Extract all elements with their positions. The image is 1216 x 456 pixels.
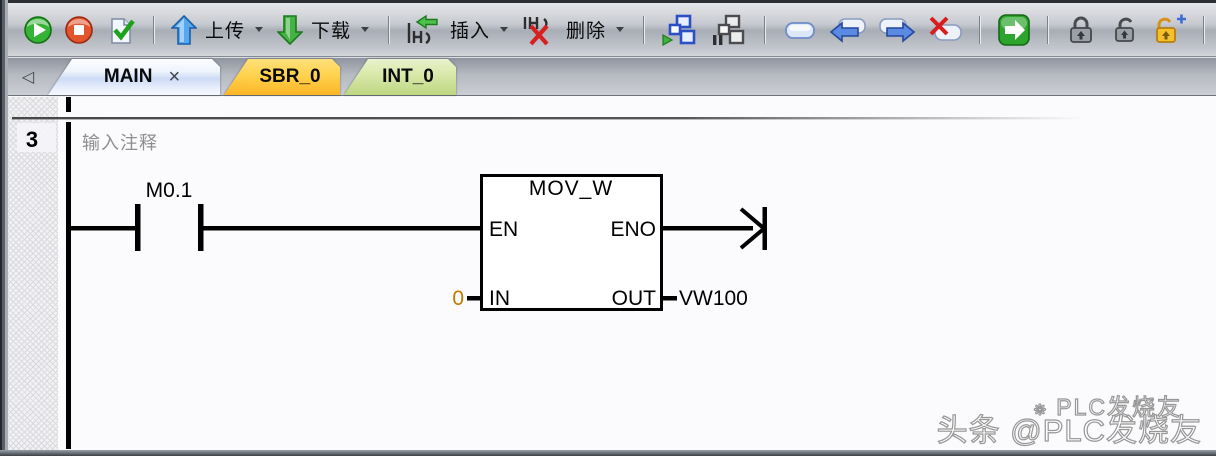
power-rail-stub <box>66 97 71 112</box>
pin-in-stub <box>467 296 481 301</box>
box-delete-icon <box>929 16 962 41</box>
tab-main-label: MAIN <box>103 66 153 87</box>
status-run-icon <box>662 14 696 46</box>
tab-sbr0[interactable]: SBR_0 <box>224 59 340 95</box>
toolbar-separator <box>388 15 391 44</box>
status-pause-icon <box>713 14 745 45</box>
toolbar-separator <box>153 15 155 44</box>
toolbar-separator <box>643 15 646 44</box>
lock-open-button[interactable] <box>1108 10 1140 50</box>
previous-box-button[interactable] <box>829 10 867 50</box>
pin-en-label: EN <box>489 218 518 241</box>
tab-int0[interactable]: INT_0 <box>344 59 456 95</box>
run-button[interactable] <box>23 10 53 50</box>
window-border-top <box>0 0 1216 3</box>
toolbar: 上传 下载 插入 删除 <box>8 3 1216 57</box>
wire-contact-to-box <box>203 226 481 231</box>
out-operand[interactable]: VW100 <box>679 287 748 310</box>
contact-m0-1[interactable]: M0.1 <box>135 179 204 251</box>
window-border-bottom <box>0 450 1216 456</box>
upload-label: 上传 <box>205 21 246 42</box>
box-title: MOV_W <box>529 177 613 200</box>
in-value[interactable]: 0 <box>452 287 464 310</box>
insert-label: 插入 <box>450 21 491 42</box>
tab-close-icon[interactable]: × <box>168 66 181 88</box>
tab-main[interactable]: MAIN × <box>48 59 220 95</box>
go-arrow-icon <box>998 13 1030 46</box>
network-comment[interactable]: 输入注释 <box>82 133 158 153</box>
compile-icon <box>111 17 135 44</box>
network-number-plate <box>17 123 56 152</box>
pin-out-stub <box>662 296 677 301</box>
download-icon <box>277 14 304 45</box>
chevron-down-icon <box>500 27 509 32</box>
tab-sbr0-wrap: SBR_0 <box>224 59 340 95</box>
stop-button[interactable] <box>64 10 94 50</box>
tab-scroll-left-button[interactable]: ◁ <box>8 58 48 95</box>
compile-button[interactable] <box>105 10 137 50</box>
insert-dropdown[interactable] <box>497 15 511 45</box>
pin-in-label: IN <box>489 287 510 310</box>
wire-rail-to-contact <box>68 226 137 231</box>
tab-sbr0-label: SBR_0 <box>259 66 321 87</box>
upload-button[interactable]: 上传 <box>171 10 245 50</box>
insert-icon <box>407 14 438 44</box>
tab-int0-label: INT_0 <box>382 66 434 87</box>
lock-closed-button[interactable] <box>1065 10 1097 50</box>
lock-open-icon <box>1115 17 1134 42</box>
download-dropdown[interactable] <box>358 15 372 45</box>
toolbar-separator <box>1203 15 1206 44</box>
power-rail <box>66 122 71 449</box>
instruction-box-mov-w[interactable]: MOV_W EN ENO IN OUT <box>480 174 663 311</box>
box-icon <box>785 21 815 39</box>
run-icon <box>24 15 52 44</box>
tab-int0-wrap: INT_0 <box>344 59 456 95</box>
go-button[interactable] <box>997 10 1031 50</box>
ladder-diagram: 3 输入注释 M0.1 MOV_W EN ENO IN O <box>12 97 1084 449</box>
box-arrow-left-icon <box>829 17 866 43</box>
box-button[interactable] <box>782 10 818 50</box>
open-wire-arrow <box>739 207 768 250</box>
network-gutter <box>8 97 58 450</box>
delete-icon <box>523 16 549 45</box>
pin-eno-label: ENO <box>610 218 656 241</box>
lock-closed-icon <box>1070 16 1092 43</box>
contact-operand[interactable]: M0.1 <box>146 179 193 202</box>
delete-box-button[interactable] <box>927 10 963 50</box>
wire-eno-out <box>662 226 753 231</box>
scroll-left-icon: ◁ <box>21 68 35 86</box>
chevron-down-icon <box>361 27 370 32</box>
window-border-left <box>0 0 8 456</box>
delete-button[interactable]: 删除 <box>522 10 606 50</box>
download-label: 下载 <box>311 21 352 42</box>
insert-button[interactable]: 插入 <box>406 10 490 50</box>
program-status-pause-button[interactable] <box>710 10 748 50</box>
lock-add-icon <box>1156 14 1187 43</box>
download-button[interactable]: 下载 <box>277 10 351 50</box>
network-number: 3 <box>26 127 38 152</box>
upload-icon <box>171 14 197 45</box>
network-separator <box>12 117 1084 120</box>
chevron-down-icon <box>255 27 264 32</box>
next-box-button[interactable] <box>878 10 916 50</box>
program-status-on-button[interactable] <box>661 10 699 50</box>
chevron-down-icon <box>616 27 625 32</box>
toolbar-separator <box>1047 15 1050 44</box>
box-arrow-right-icon <box>879 17 916 43</box>
lock-add-button[interactable] <box>1151 10 1187 50</box>
delete-dropdown[interactable] <box>613 15 627 45</box>
pin-out-label: OUT <box>612 287 657 310</box>
ladder-editor: 3 输入注释 M0.1 MOV_W EN ENO IN O <box>8 97 1216 450</box>
delete-label: 删除 <box>566 21 607 42</box>
editor-tabbar: ◁ MAIN × SBR_0 INT_0 <box>8 57 1216 96</box>
upload-dropdown[interactable] <box>252 15 266 45</box>
toolbar-separator <box>764 15 767 44</box>
toolbar-separator <box>979 15 982 44</box>
stop-icon <box>65 15 93 44</box>
tab-main-wrap: MAIN × <box>48 59 220 95</box>
